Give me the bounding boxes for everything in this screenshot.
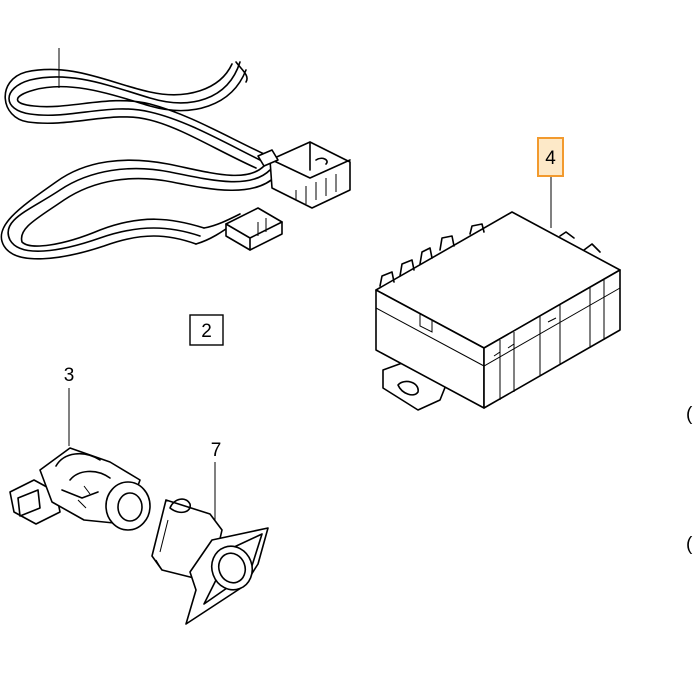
callout-2[interactable]: 2 [189,314,224,346]
wiring-harness[interactable] [0,48,351,260]
parking-sensor[interactable] [9,388,151,531]
control-module[interactable] [375,176,621,411]
sensor-bezel[interactable] [151,462,269,625]
edge-callout-b: ( [686,534,693,555]
callout-2-label: 2 [201,321,212,342]
callout-3-label: 3 [64,365,75,386]
callout-7-label: 7 [211,440,222,461]
edge-callout-a: ( [686,404,693,425]
callout-4[interactable]: 4 [537,137,564,177]
callout-4-label: 4 [545,148,556,169]
